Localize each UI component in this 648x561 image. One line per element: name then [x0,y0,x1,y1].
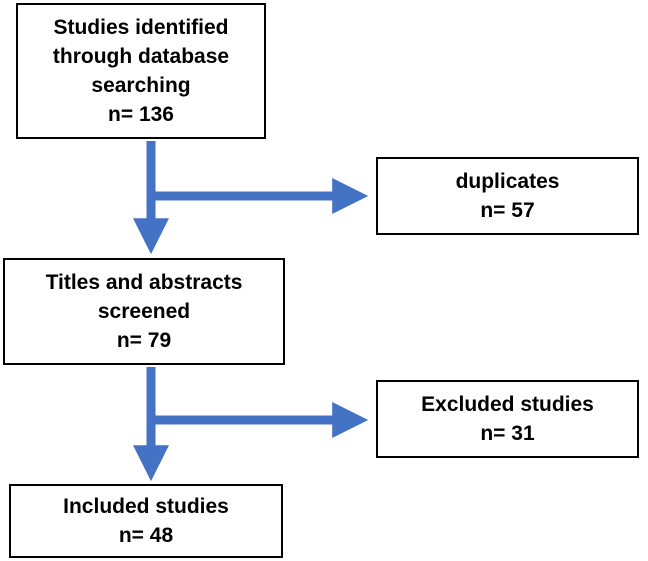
duplicates-count: n= 57 [480,199,535,222]
screened-line2: screened [97,300,191,323]
identified-line3: searching [91,74,191,97]
identified-line1: Studies identified [53,16,229,39]
included-count: n= 48 [118,524,174,547]
box-excluded-studies: Excluded studies n= 31 [376,380,639,458]
excluded-count: n= 31 [480,422,535,445]
box-studies-identified: Studies identified through database sear… [16,3,266,139]
box-duplicates: duplicates n= 57 [376,157,639,235]
included-label: Included studies [63,495,229,518]
box-titles-abstracts-screened: Titles and abstracts screened n= 79 [3,258,285,365]
screened-count: n= 79 [116,329,172,352]
duplicates-label: duplicates [455,170,560,193]
identified-line2: through database [52,45,230,68]
excluded-label: Excluded studies [421,393,594,416]
identified-count: n= 136 [108,103,174,126]
box-included-studies: Included studies n= 48 [9,484,283,558]
screened-line1: Titles and abstracts [45,271,243,294]
